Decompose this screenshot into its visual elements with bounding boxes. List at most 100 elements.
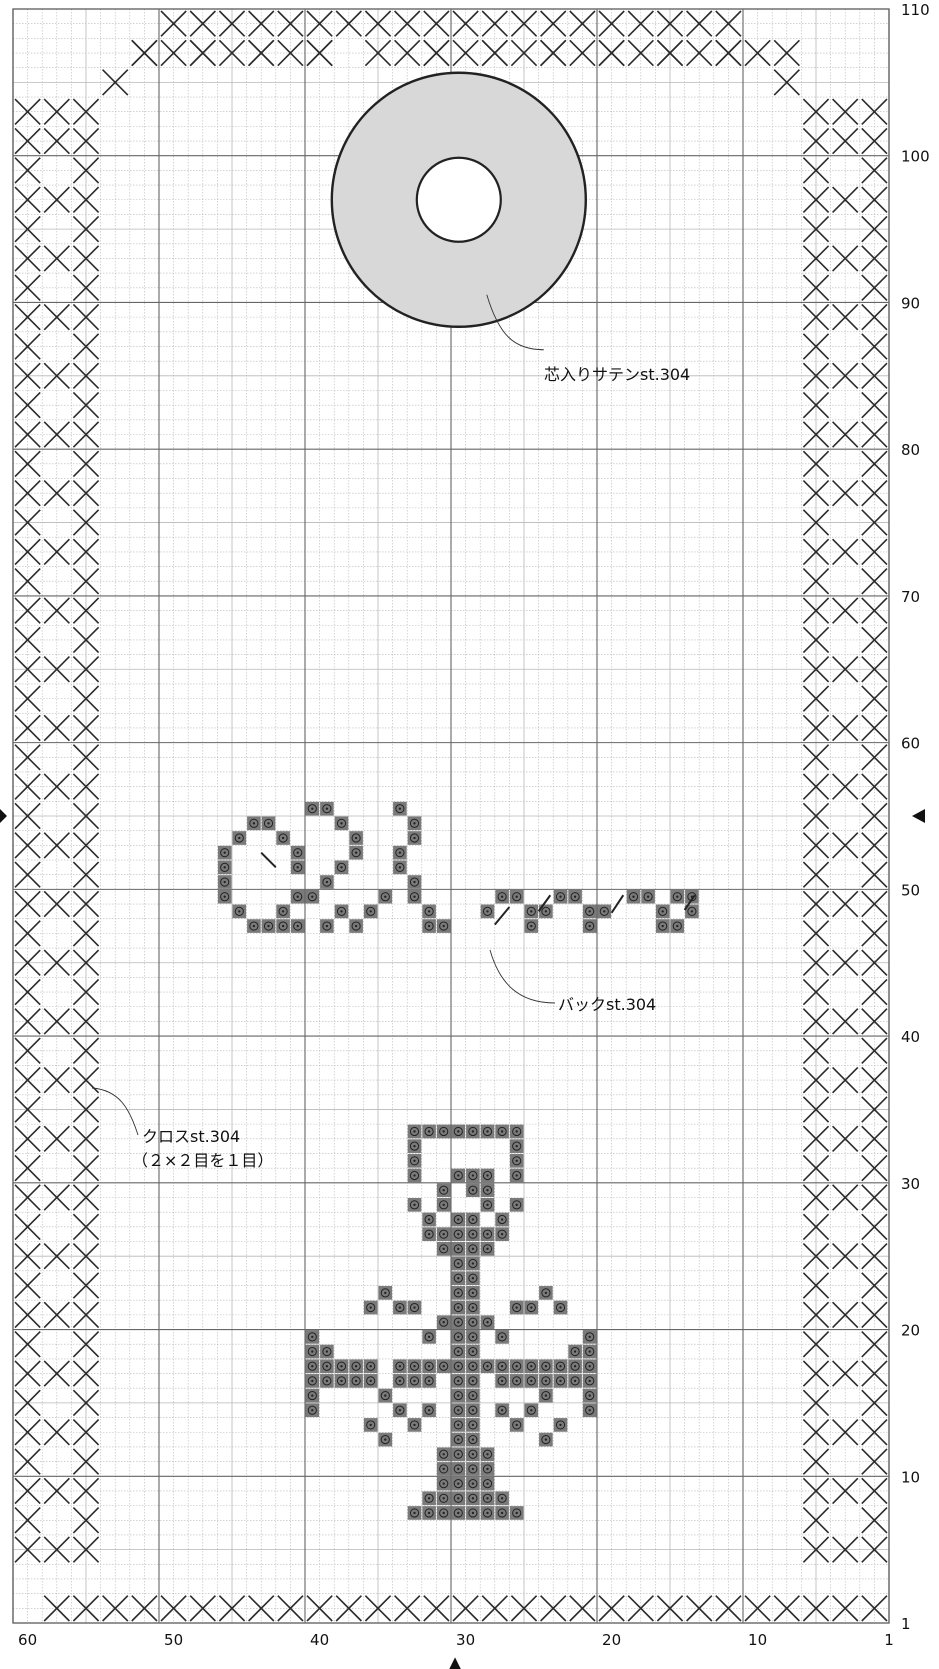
filled-stitch — [554, 1374, 568, 1388]
y-axis-tick-label: 50 — [901, 881, 920, 899]
cross-stitch — [15, 569, 40, 594]
filled-stitch — [481, 1447, 495, 1461]
filled-stitch — [276, 919, 290, 933]
filled-stitch — [247, 919, 261, 933]
filled-stitch — [481, 1491, 495, 1505]
filled-stitch — [306, 1403, 320, 1417]
filled-stitch — [393, 1374, 407, 1388]
filled-stitch — [583, 1330, 597, 1344]
filled-stitch — [379, 1433, 393, 1447]
filled-stitch — [437, 1506, 451, 1520]
filled-stitch — [481, 1198, 495, 1212]
filled-stitch — [408, 1418, 422, 1432]
filled-stitch — [539, 1359, 553, 1373]
filled-stitch — [466, 1169, 480, 1183]
filled-stitch — [335, 861, 349, 875]
filled-stitch — [452, 1213, 466, 1227]
filled-stitch — [466, 1477, 480, 1491]
filled-stitch — [583, 919, 597, 933]
filled-stitch — [408, 890, 422, 904]
filled-stitch — [437, 1359, 451, 1373]
filled-stitch — [437, 1315, 451, 1329]
x-axis-tick-label: 20 — [602, 1631, 621, 1649]
filled-stitch — [393, 1359, 407, 1373]
y-axis-tick-label: 80 — [901, 441, 920, 459]
filled-stitch — [510, 1506, 524, 1520]
filled-stitch — [452, 1477, 466, 1491]
filled-stitch — [349, 1359, 363, 1373]
filled-stitch — [466, 1389, 480, 1403]
filled-stitch — [233, 831, 247, 845]
filled-stitch — [525, 919, 539, 933]
cross-stitch — [15, 1508, 40, 1533]
x-axis-tick-label: 1 — [884, 1631, 894, 1649]
filled-stitch — [510, 890, 524, 904]
filled-stitch — [466, 1125, 480, 1139]
filled-stitch — [495, 1403, 509, 1417]
filled-stitch — [452, 1403, 466, 1417]
filled-stitch — [525, 1359, 539, 1373]
filled-stitch — [656, 905, 670, 919]
filled-stitch — [306, 1374, 320, 1388]
center-arrow-left — [0, 809, 7, 823]
filled-stitch — [291, 861, 305, 875]
filled-stitch — [539, 1433, 553, 1447]
cross-stitch — [15, 1126, 40, 1151]
filled-stitch — [510, 1374, 524, 1388]
filled-stitch — [568, 1374, 582, 1388]
filled-stitch — [539, 1389, 553, 1403]
cross-stitch — [482, 11, 507, 36]
filled-stitch — [364, 905, 378, 919]
filled-stitch — [510, 1139, 524, 1153]
filled-stitch — [422, 1359, 436, 1373]
filled-stitch — [452, 1433, 466, 1447]
filled-stitch — [437, 1447, 451, 1461]
filled-stitch — [364, 1359, 378, 1373]
filled-stitch — [408, 1359, 422, 1373]
filled-stitch — [568, 1345, 582, 1359]
filled-stitch — [408, 875, 422, 889]
filled-stitch — [452, 1491, 466, 1505]
filled-stitch — [233, 905, 247, 919]
filled-stitch — [481, 1183, 495, 1197]
filled-stitch — [408, 1374, 422, 1388]
y-axis-tick-label: 110 — [901, 1, 930, 19]
filled-stitch — [437, 1462, 451, 1476]
filled-stitch — [422, 1227, 436, 1241]
filled-stitch — [408, 831, 422, 845]
y-axis-tick-label: 20 — [901, 1322, 920, 1340]
cross-stitch — [15, 275, 40, 300]
filled-stitch — [568, 1359, 582, 1373]
filled-stitch — [481, 1359, 495, 1373]
filled-stitch — [364, 1301, 378, 1315]
filled-stitch — [466, 1315, 480, 1329]
filled-stitch — [393, 1301, 407, 1315]
filled-stitch — [422, 1213, 436, 1227]
filled-stitch — [510, 1169, 524, 1183]
cross-stitch — [15, 715, 40, 740]
filled-stitch — [306, 802, 320, 816]
filled-stitch — [510, 1301, 524, 1315]
filled-stitch — [481, 1477, 495, 1491]
filled-stitch — [583, 1374, 597, 1388]
filled-stitch — [349, 846, 363, 860]
filled-stitch — [335, 905, 349, 919]
filled-stitch — [598, 905, 612, 919]
filled-stitch — [247, 817, 261, 831]
filled-stitch — [525, 1374, 539, 1388]
cross-stitch — [44, 1126, 69, 1151]
x-axis-tick-label: 10 — [748, 1631, 767, 1649]
filled-stitch — [452, 1418, 466, 1432]
filled-stitch — [452, 1462, 466, 1476]
filled-stitch — [495, 1506, 509, 1520]
filled-stitch — [525, 1403, 539, 1417]
filled-stitch — [481, 1227, 495, 1241]
filled-stitch — [495, 1125, 509, 1139]
filled-stitch — [466, 1418, 480, 1432]
y-axis-tick-label: 30 — [901, 1175, 920, 1193]
filled-stitch — [291, 919, 305, 933]
filled-stitch — [379, 1389, 393, 1403]
cross-stitch — [15, 1214, 40, 1239]
filled-stitch — [554, 890, 568, 904]
filled-stitch — [262, 919, 276, 933]
